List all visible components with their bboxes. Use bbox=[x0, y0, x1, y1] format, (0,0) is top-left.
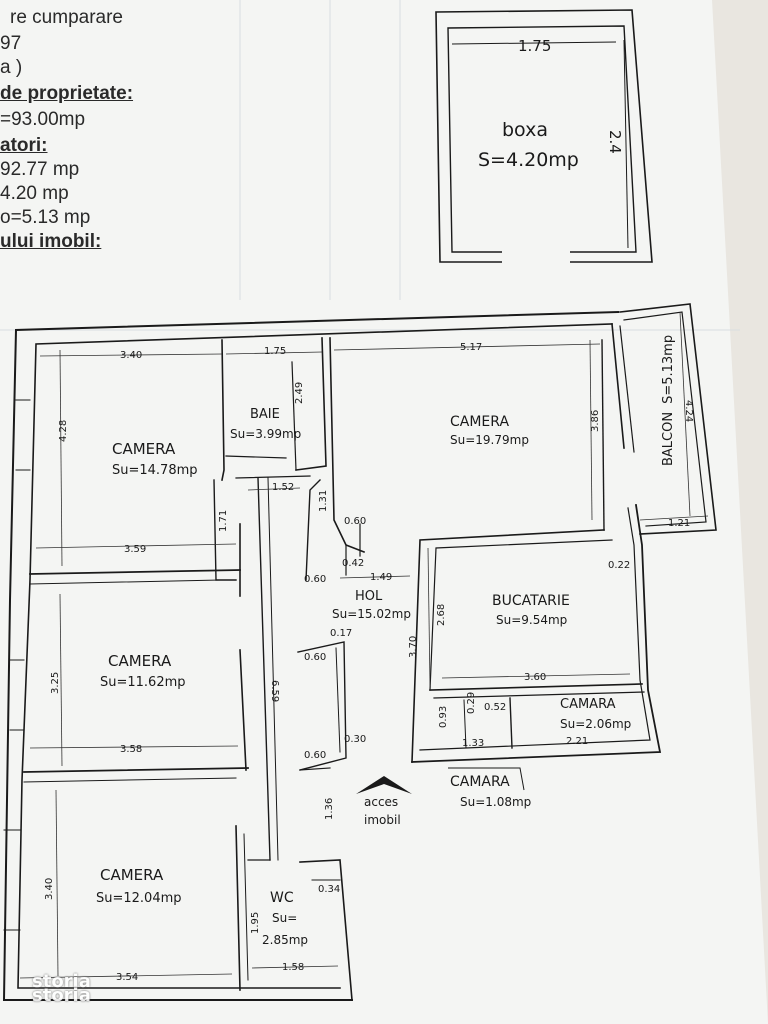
dim-camera3-height: 3.40 bbox=[44, 878, 55, 900]
balcon-name: BALCON bbox=[661, 412, 676, 466]
camera4-name: CAMERA bbox=[450, 414, 509, 430]
dim-hol-mid: 1.49 bbox=[370, 572, 392, 583]
header-line-1: re cumparare bbox=[10, 7, 123, 28]
header-line-10: ului imobil: bbox=[0, 231, 102, 252]
header-line-2: 97 bbox=[0, 33, 22, 54]
hol-name: HOL bbox=[355, 589, 383, 604]
dim-top-left: 3.40 bbox=[120, 350, 142, 361]
camara2-area: Su=1.08mp bbox=[460, 795, 531, 809]
dim-camara-093: 0.93 bbox=[438, 706, 449, 728]
boxa-area: S=4.20mp bbox=[478, 149, 579, 171]
header-line-7: 92.77 mp bbox=[0, 159, 80, 180]
balcon-label: BALCON S=5.13mp bbox=[661, 335, 676, 466]
dim-camara-221: 2.21 bbox=[566, 736, 588, 747]
dim-top-baie: 1.75 bbox=[264, 346, 286, 357]
header-line-4: de proprietate: bbox=[0, 83, 134, 104]
dim-camera1-bottom: 3.59 bbox=[124, 544, 146, 555]
bucatarie-area: Su=9.54mp bbox=[496, 613, 567, 627]
dim-camara-133: 1.33 bbox=[462, 738, 484, 749]
dim-entry-side: 1.36 bbox=[324, 798, 335, 820]
dim-hall-top: 1.52 bbox=[272, 482, 294, 493]
paper-grid bbox=[0, 0, 740, 331]
dim-hol-060-c: 0.60 bbox=[304, 652, 326, 663]
apartment-walls bbox=[2, 303, 717, 1001]
bucatarie-name: BUCATARIE bbox=[492, 593, 570, 609]
boxa-storage-room bbox=[435, 9, 653, 263]
dim-hol-030: 0.30 bbox=[344, 734, 366, 745]
dimension-labels: 3.40 1.75 5.17 4.28 3.59 1.71 2.49 3.86 … bbox=[44, 342, 694, 983]
dim-top-camera4: 5.17 bbox=[460, 342, 482, 353]
access-arrow-icon bbox=[356, 776, 412, 794]
dim-camera2-bottom: 3.58 bbox=[120, 744, 142, 755]
dim-wc-bottom: 1.58 bbox=[282, 962, 304, 973]
dim-kitchen-022: 0.22 bbox=[608, 560, 630, 571]
dim-hol-060-a: 0.60 bbox=[344, 516, 366, 527]
watermark-top: storia bbox=[32, 971, 91, 992]
wc-name: WC bbox=[270, 890, 294, 906]
dim-camera4-height: 3.86 bbox=[590, 410, 601, 432]
boxa-width-dim: 1.75 bbox=[518, 37, 551, 55]
dimension-lines bbox=[19, 311, 709, 979]
dim-hol-right: 3.70 bbox=[408, 636, 419, 658]
dim-hol-060-b: 0.60 bbox=[304, 574, 326, 585]
wc-area: 2.85mp bbox=[262, 933, 308, 947]
dim-camara-029: 0.29 bbox=[466, 692, 477, 714]
dim-camera3-bottom: 3.54 bbox=[116, 972, 138, 983]
baie-area: Su=3.99mp bbox=[230, 427, 301, 441]
camara2-callout: CAMARA Su=1.08mp bbox=[448, 767, 531, 809]
baie-name: BAIE bbox=[250, 407, 280, 422]
dim-baie-side: 2.49 bbox=[294, 382, 305, 404]
dim-hol-017: 0.17 bbox=[330, 628, 352, 639]
boxa-height-dim: 2.4 bbox=[606, 130, 624, 154]
camara1-area: Su=2.06mp bbox=[560, 717, 631, 731]
camera2-name: CAMERA bbox=[108, 652, 172, 670]
storia-watermark: storia storia bbox=[32, 971, 91, 1006]
dim-bucatarie-bottom: 3.60 bbox=[524, 672, 546, 683]
camara1-name: CAMARA bbox=[560, 697, 616, 712]
header-line-3: a ) bbox=[0, 57, 23, 78]
camera4-area: Su=19.79mp bbox=[450, 433, 529, 447]
balcon-area: S=5.13mp bbox=[661, 335, 676, 404]
dim-bucatarie-left: 2.68 bbox=[436, 604, 447, 626]
dim-balcon-height: 4.24 bbox=[683, 400, 694, 422]
dim-camera2-height: 3.25 bbox=[50, 672, 61, 694]
header-line-5: =93.00mp bbox=[0, 109, 86, 130]
dim-hol-042: 0.42 bbox=[342, 558, 364, 569]
camera1-name: CAMERA bbox=[112, 440, 176, 458]
camara2-name: CAMARA bbox=[450, 774, 510, 790]
watermark-bottom: storia bbox=[32, 985, 91, 1006]
camera2-area: Su=11.62mp bbox=[100, 675, 186, 690]
dim-camera1-height: 4.28 bbox=[58, 420, 69, 442]
wc-area-label: Su= bbox=[272, 911, 297, 925]
hol-area: Su=15.02mp bbox=[332, 607, 411, 621]
header-line-6: atori: bbox=[0, 135, 48, 156]
dim-corridor-top: 1.71 bbox=[218, 510, 229, 532]
access-label-line2: imobil bbox=[364, 813, 401, 827]
dim-wc-034: 0.34 bbox=[318, 884, 340, 895]
dim-balcon-bottom: 1.21 bbox=[668, 518, 690, 529]
header-line-8: 4.20 mp bbox=[0, 183, 69, 204]
dim-camara-052: 0.52 bbox=[484, 702, 506, 713]
camera3-name: CAMERA bbox=[100, 866, 164, 884]
header-line-9: o=5.13 mp bbox=[0, 207, 91, 228]
camera3-area: Su=12.04mp bbox=[96, 891, 182, 906]
boxa-name: boxa bbox=[502, 119, 548, 141]
camera1-area: Su=14.78mp bbox=[112, 463, 198, 478]
dim-wc-height: 1.95 bbox=[250, 912, 261, 934]
dim-hall-side: 1.31 bbox=[318, 490, 329, 512]
dim-hol-060-d: 0.60 bbox=[304, 750, 326, 761]
dim-long-wall: 6.59 bbox=[269, 680, 280, 702]
access-label-line1: acces bbox=[364, 795, 398, 809]
